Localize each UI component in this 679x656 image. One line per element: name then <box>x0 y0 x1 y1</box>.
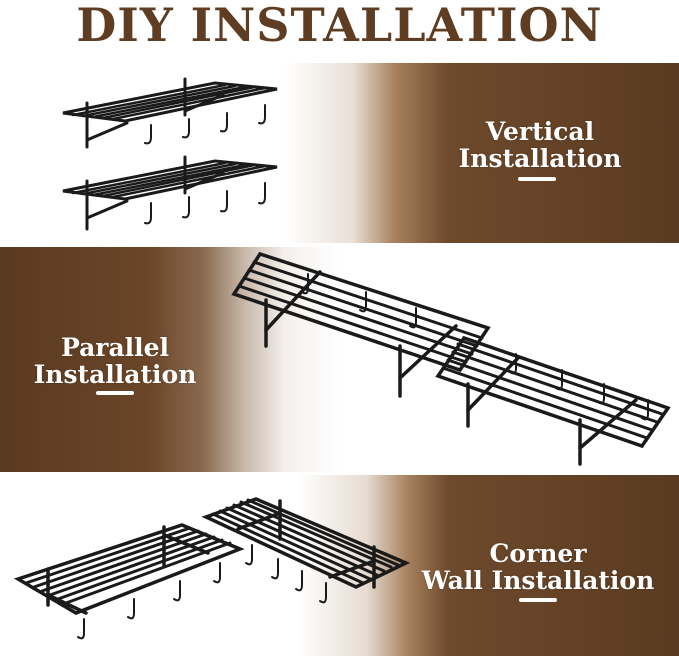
parallel-underline <box>96 391 134 395</box>
parallel-installation-panel <box>0 247 679 472</box>
corner-line1: Corner <box>489 539 587 568</box>
vertical-line1: Vertical <box>485 117 595 146</box>
vertical-installation-panel <box>0 63 679 243</box>
parallel-line2: Installation <box>33 360 197 389</box>
page-title: DIY INSTALLATION <box>76 0 603 52</box>
parallel-line1: Parallel <box>60 333 170 362</box>
corner-shelves-image <box>13 497 411 640</box>
vertical-shelves-image <box>62 77 278 231</box>
corner-line2: Wall Installation <box>421 566 655 595</box>
parallel-shelves-image <box>231 251 671 466</box>
vertical-line2: Installation <box>458 144 622 173</box>
vertical-underline <box>518 177 556 181</box>
vertical-installation-label: Vertical Installation <box>440 118 640 172</box>
corner-underline <box>519 598 557 602</box>
corner-installation-label: Corner Wall Installation <box>415 540 661 594</box>
parallel-installation-label: Parallel Installation <box>15 334 215 388</box>
